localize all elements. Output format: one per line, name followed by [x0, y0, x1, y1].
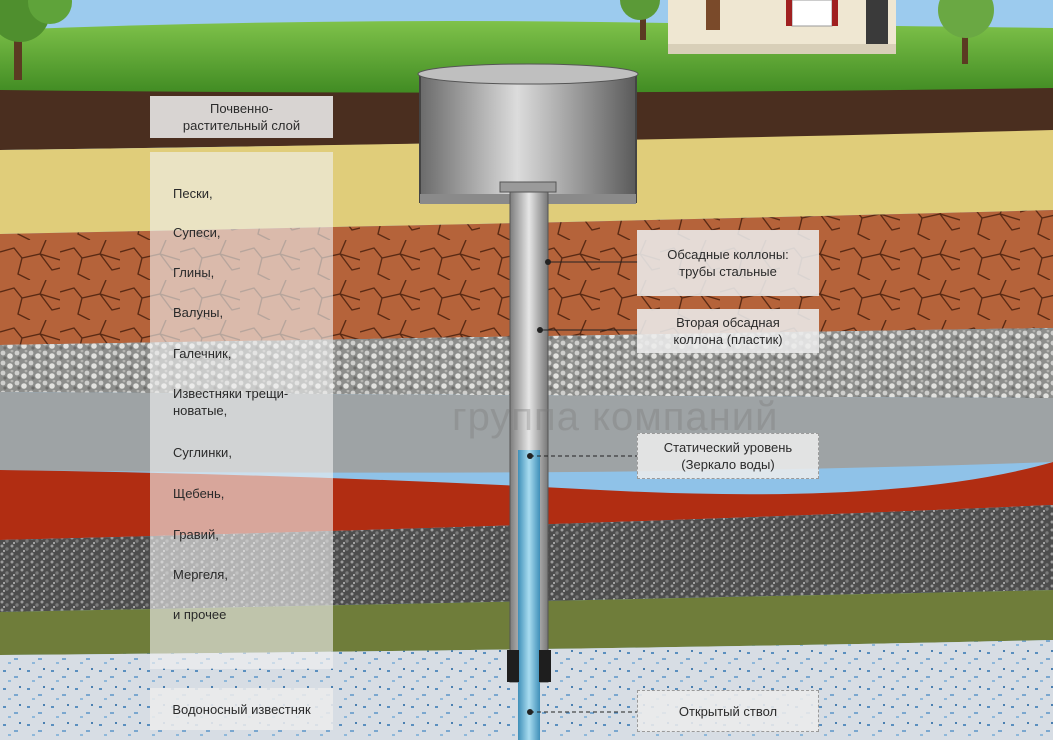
strata-item: Пески,: [173, 186, 213, 201]
strata-item: Глины,: [173, 265, 215, 280]
strata-item: Супеси,: [173, 225, 221, 240]
tree-icon: [0, 0, 72, 80]
strata-item: и прочее: [173, 607, 227, 622]
connector-dot: [545, 259, 551, 265]
strata-item: Мергеля,: [173, 567, 228, 582]
strata-item: Галечник,: [173, 346, 232, 361]
connector-dot: [527, 709, 533, 715]
casing-steel-label: Обсадные коллоны: трубы стальные: [637, 230, 819, 296]
house-icon: [668, 0, 896, 54]
casing-plastic-label: Вторая обсадная коллона (пластик): [637, 309, 819, 353]
strata-item: Суглинки,: [173, 445, 232, 460]
aquifer-label: Водоносный известняк: [150, 688, 333, 730]
strata-item: Гравий,: [173, 527, 219, 542]
open-hole-label: Открытый ствол: [637, 690, 819, 732]
well-pipe: [499, 181, 557, 740]
topsoil-label: Почвенно- растительный слой: [150, 96, 333, 138]
strata-item: Щебень,: [173, 486, 225, 501]
tree-icon: [938, 0, 994, 64]
connector-dot: [537, 327, 543, 333]
connector-lines: [530, 261, 638, 713]
strata-item: Известняки трещи- новатые,: [173, 386, 289, 418]
connector-dot: [527, 453, 533, 459]
watermark: группа компаний: [452, 395, 779, 439]
strata-item: Валуны,: [173, 305, 224, 320]
tree-icon: [620, 0, 660, 40]
strata-list-panel: Пески, Супеси, Глины, Валуны, Галечник, …: [150, 152, 333, 669]
static-level-label: Статический уровень (Зеркало воды): [637, 433, 819, 479]
